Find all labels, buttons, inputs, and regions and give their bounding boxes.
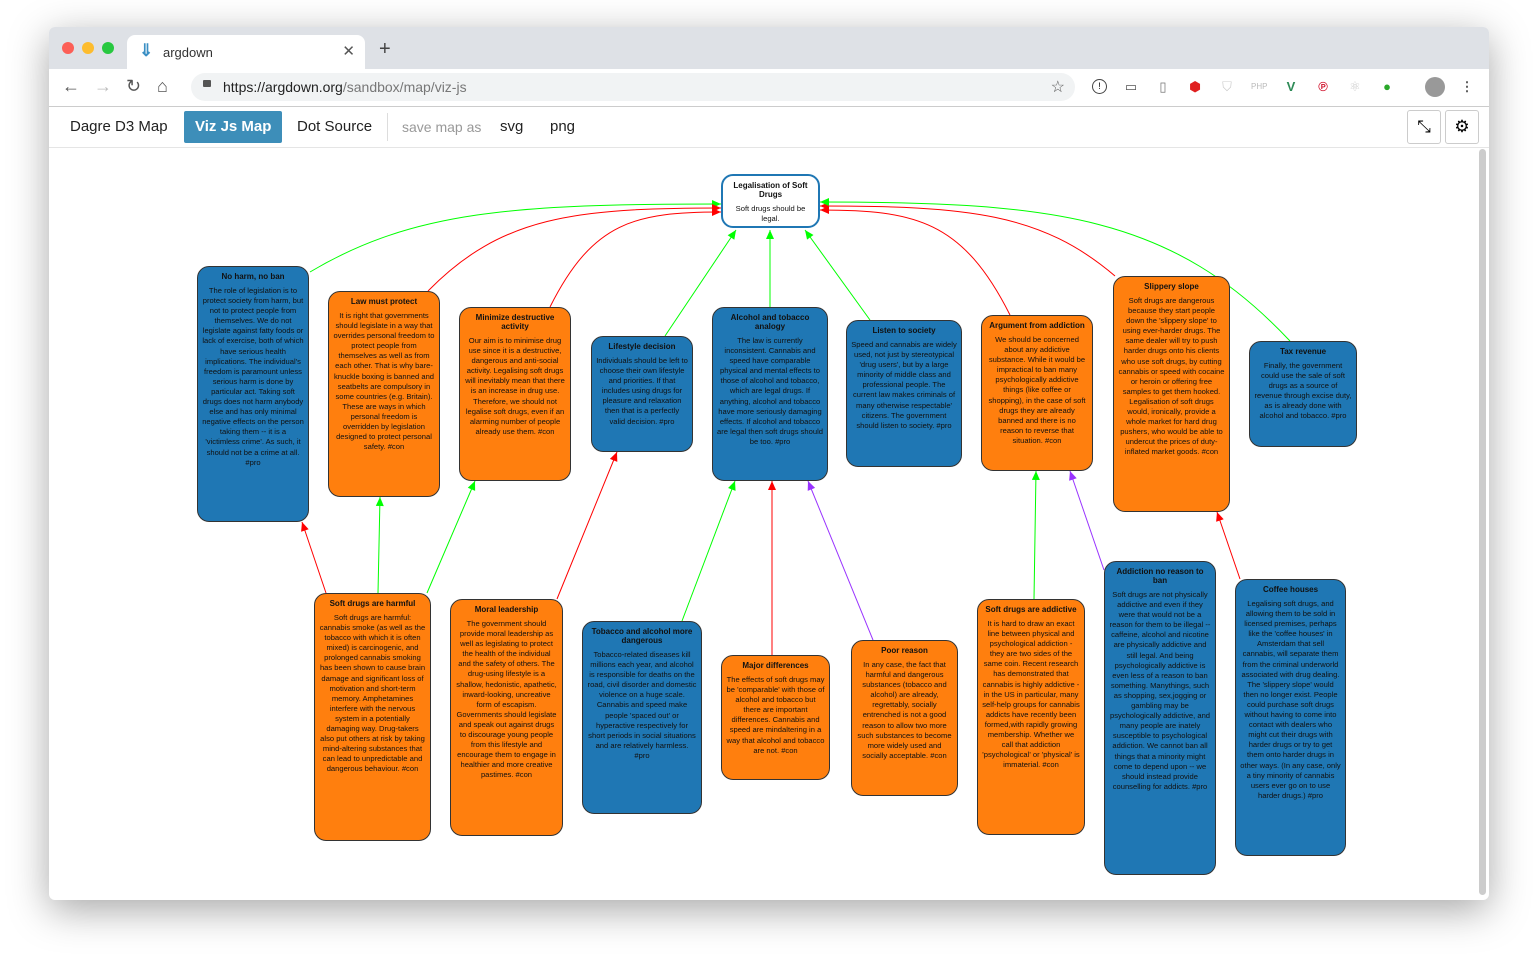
node-title: Tobacco and alcohol more dangerous — [591, 627, 693, 645]
lock-icon — [203, 80, 211, 87]
node-text: Soft drugs are not physically addictive … — [1109, 590, 1211, 791]
pinterest-icon[interactable]: ℗ — [1318, 79, 1328, 94]
address-bar-row: ← → ↻ ⌂ https://argdown.org/sandbox/map/… — [49, 69, 1489, 107]
node-title: Soft drugs are harmful — [329, 599, 416, 608]
node-text: The law is currently inconsistent. Canna… — [717, 336, 823, 446]
url-host: https://argdown.org — [223, 79, 343, 95]
node-text: Tobacco-related diseases kill millions e… — [587, 650, 697, 760]
argdown-favicon-icon: ⇓ — [139, 41, 154, 60]
node-title: Tax revenue — [1279, 347, 1327, 356]
tab-dagre-d3-map[interactable]: Dagre D3 Map — [70, 118, 168, 135]
map-toolbar: Dagre D3 Map Viz Js Map Dot Source save … — [49, 107, 1489, 148]
password-manager-icon[interactable]: ! — [1092, 79, 1107, 94]
tab-bar: ⇓ argdown ✕ + — [49, 27, 1489, 69]
bookmark-star-icon[interactable]: ☆ — [1050, 79, 1065, 96]
cast-icon[interactable]: ▭ — [1124, 79, 1138, 94]
close-tab-icon[interactable]: ✕ — [342, 43, 355, 60]
node-text: The government should provide moral lead… — [456, 619, 557, 780]
tab-viz-js-map[interactable]: Viz Js Map — [184, 111, 283, 143]
node-text: In any case, the fact that harmful and d… — [857, 660, 952, 760]
node-text: Soft drugs are dangerous because they st… — [1118, 296, 1225, 457]
save-map-label: save map as — [402, 119, 482, 135]
node-title: Moral leadership — [474, 605, 539, 614]
node-title: Addiction no reason to ban — [1116, 567, 1204, 585]
php-extension-icon[interactable]: PHP — [1251, 82, 1268, 91]
node-title: No harm, no ban — [221, 272, 285, 281]
node-text: We should be concerned about any addicti… — [988, 335, 1086, 445]
tab-dot-source[interactable]: Dot Source — [297, 118, 373, 135]
node-title: Argument from addiction — [989, 321, 1085, 330]
minimize-window-button[interactable] — [82, 42, 94, 54]
node-title: Slippery slope — [1144, 282, 1199, 291]
node-title: Minimize destructive activity — [475, 313, 555, 331]
node-text: Finally, the government could use the sa… — [1254, 361, 1352, 421]
save-svg-button[interactable]: svg — [500, 118, 524, 135]
node-title: Soft drugs are addictive — [985, 605, 1077, 614]
map-node-lawprotect[interactable]: Law must protect It is right that governm… — [328, 291, 440, 497]
save-png-button[interactable]: png — [550, 118, 576, 135]
map-node-poorreason[interactable]: Poor reason In any case, the fact that ha… — [851, 640, 958, 796]
react-devtools-icon[interactable]: ⚛ — [1349, 79, 1361, 94]
node-title: Legalisation of Soft Drugs — [733, 181, 808, 199]
settings-gear-icon[interactable]: ⚙ — [1445, 110, 1479, 144]
browser-tab[interactable]: ⇓ argdown ✕ — [127, 35, 365, 69]
home-icon[interactable]: ⌂ — [157, 76, 168, 96]
back-icon[interactable]: ← — [62, 76, 80, 96]
toolbar-divider — [387, 113, 388, 141]
node-title: Major differences — [742, 661, 809, 670]
node-text: Individuals should be left to choose the… — [596, 356, 688, 426]
node-title: Alcohol and tobacco analogy — [730, 313, 810, 331]
reload-icon[interactable]: ↻ — [126, 76, 142, 96]
node-title: Coffee houses — [1262, 585, 1319, 594]
shield-extension-icon[interactable]: ⛉ — [1222, 79, 1232, 94]
node-text: It is hard to draw an exact line between… — [982, 619, 1080, 770]
menu-kebab-icon[interactable]: ⋮ — [1460, 79, 1474, 94]
map-node-argaddiction[interactable]: Argument from addiction We should be conc… — [981, 315, 1093, 471]
profile-avatar[interactable] — [1425, 77, 1445, 97]
node-title: Listen to society — [872, 326, 936, 335]
node-text: The role of legislation is to protect so… — [202, 286, 304, 467]
node-title: Lifestyle decision — [608, 342, 676, 351]
map-node-addictive[interactable]: Soft drugs are addictive It is hard to dr… — [977, 599, 1085, 835]
url-path: /sandbox/map/viz-js — [342, 79, 467, 95]
vue-devtools-icon[interactable]: V — [1286, 79, 1296, 94]
node-text: It is right that governments should legi… — [333, 311, 435, 452]
document-extension-icon[interactable]: ▯ — [1159, 79, 1167, 94]
node-text: Soft drugs are harmful: cannabis smoke (… — [319, 613, 426, 774]
node-title: Poor reason — [881, 646, 928, 655]
url-input[interactable]: https://argdown.org/sandbox/map/viz-js ☆ — [191, 73, 1075, 101]
maximize-window-button[interactable] — [102, 42, 114, 54]
node-text: Soft drugs should be legal. — [735, 204, 806, 224]
node-text: Speed and cannabis are widely used, not … — [851, 340, 957, 430]
node-title: Law must protect — [350, 297, 418, 306]
node-text: The effects of soft drugs may be 'compar… — [726, 675, 825, 755]
collapse-icon[interactable]: ⤡ — [1407, 110, 1441, 144]
map-scrollbar[interactable] — [1479, 149, 1486, 895]
tab-title: argdown — [163, 45, 213, 60]
new-tab-button[interactable]: + — [379, 38, 391, 60]
forward-icon[interactable]: → — [94, 76, 112, 96]
node-text: Legalising soft drugs, and allowing them… — [1240, 599, 1341, 800]
evernote-icon[interactable]: ● — [1383, 79, 1391, 94]
close-window-button[interactable] — [62, 42, 74, 54]
adblock-icon[interactable]: ⬢ — [1189, 79, 1201, 94]
node-text: Our aim is to minimise drug use since it… — [465, 336, 565, 436]
